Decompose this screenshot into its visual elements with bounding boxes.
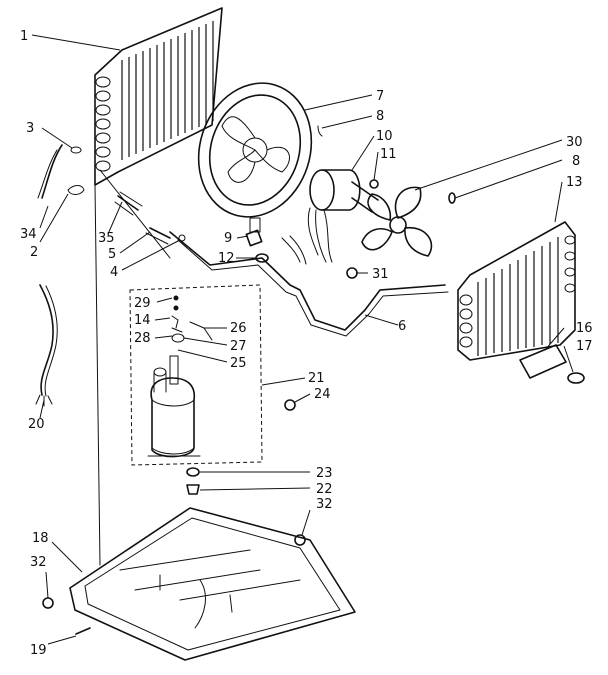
callout-11: 11 — [380, 147, 397, 162]
tube-fittings — [114, 191, 171, 245]
alignment-guides — [94, 169, 171, 566]
callout-13: 13 — [566, 175, 583, 190]
thermistor-bracket — [519, 344, 585, 384]
base-pan — [42, 507, 356, 661]
callout-25: 25 — [230, 356, 247, 371]
callout-32a: 32 — [30, 555, 47, 570]
callout-22: 22 — [316, 482, 333, 497]
callout-labels: 1 3 34 2 35 5 4 7 8 10 11 30 8 13 9 12 3… — [20, 29, 593, 658]
small-hardware — [245, 125, 456, 279]
callout-9: 9 — [224, 231, 232, 246]
callout-23: 23 — [316, 466, 333, 481]
callout-27: 27 — [230, 339, 247, 354]
compressor-mounts — [186, 399, 296, 495]
fan-motor — [281, 169, 379, 265]
callout-5: 5 — [108, 247, 116, 262]
fan-blade — [361, 186, 433, 257]
callout-26: 26 — [230, 321, 247, 336]
condenser-coil — [94, 7, 223, 186]
callout-21: 21 — [308, 371, 325, 386]
callout-7: 7 — [376, 89, 384, 104]
callout-19: 19 — [30, 643, 47, 658]
callout-4: 4 — [110, 265, 118, 280]
callout-31: 31 — [372, 267, 389, 282]
callout-6: 6 — [398, 319, 406, 334]
callout-29: 29 — [134, 296, 151, 311]
callout-3: 3 — [26, 121, 34, 136]
callout-28: 28 — [134, 331, 151, 346]
leader-lines — [31, 34, 574, 645]
callout-17: 17 — [576, 339, 593, 354]
callout-32b: 32 — [316, 497, 333, 512]
callout-2: 2 — [30, 245, 38, 260]
callout-1: 1 — [20, 29, 28, 44]
callout-34: 34 — [20, 227, 37, 242]
evaporator-coil — [457, 221, 576, 361]
refrigerant-tubing — [169, 231, 449, 337]
thermostat-clip — [37, 144, 85, 199]
power-cord — [35, 284, 58, 407]
compressor-assembly — [129, 284, 263, 466]
callout-35: 35 — [98, 231, 115, 246]
callout-14: 14 — [134, 313, 151, 328]
callout-30: 30 — [566, 135, 583, 150]
callout-12: 12 — [218, 251, 235, 266]
fan-shroud — [197, 82, 313, 233]
callout-20: 20 — [28, 417, 45, 432]
callout-10: 10 — [376, 129, 393, 144]
callout-18: 18 — [32, 531, 49, 546]
callout-16: 16 — [576, 321, 593, 336]
callout-8a: 8 — [376, 109, 384, 124]
callout-24: 24 — [314, 387, 331, 402]
callout-8b: 8 — [572, 154, 580, 169]
